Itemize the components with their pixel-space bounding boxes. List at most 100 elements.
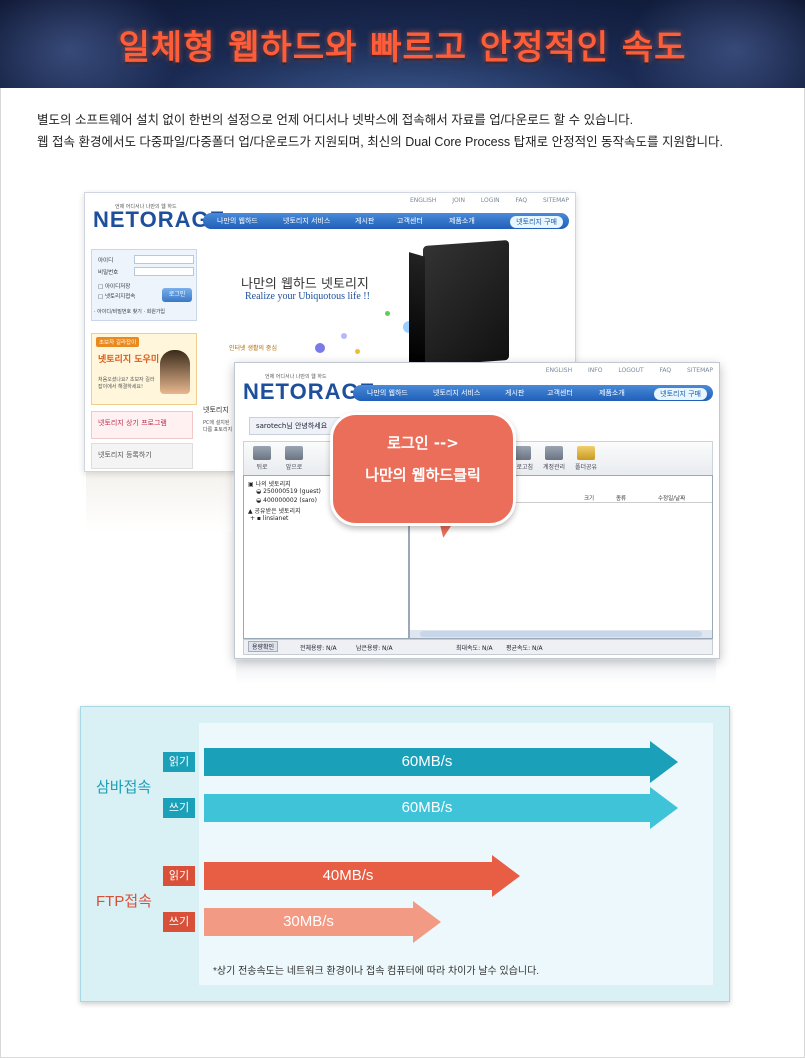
register-banner-text: 넷토리지 등록하기 bbox=[98, 451, 152, 459]
forward-icon bbox=[285, 446, 303, 460]
speed-bar-label: 40MB/s bbox=[322, 867, 374, 884]
chart-footnote: *상기 전송속도는 네트워크 환경이나 접속 컴퓨터에 따라 차이가 날수 있습… bbox=[213, 966, 540, 977]
top-nav: ENGLISH INFO LOGOUT FAQ SITEMAP bbox=[545, 367, 713, 374]
speed-bar-label: 60MB/s bbox=[401, 753, 453, 770]
decor-dot bbox=[385, 311, 390, 316]
refresh-label: 새로고침 bbox=[510, 464, 534, 471]
menu-netorage-service[interactable]: 넷토리지 서비스 bbox=[283, 217, 331, 225]
menu-board[interactable]: 게시판 bbox=[355, 217, 375, 225]
register-banner[interactable]: 넷토리지 등록하기 bbox=[91, 443, 193, 469]
file-list-header: 크기 종류 수정일/날짜 bbox=[410, 494, 712, 503]
tree-label: 250000519 (guest) bbox=[263, 488, 321, 495]
back-icon bbox=[253, 446, 271, 460]
capacity-button[interactable]: 용량확인 bbox=[248, 641, 279, 652]
hero-title: 나만의 웹하드 넷토리지 bbox=[241, 277, 369, 292]
tree-label: 공유받은 넷토리지 bbox=[254, 508, 301, 515]
bar-tag: 쓰기 bbox=[163, 798, 195, 818]
logo-tagline: 언제 어디서나 나만의 웹 하드 bbox=[265, 374, 327, 380]
person-image bbox=[160, 350, 190, 394]
share-button[interactable]: 폴더공유 bbox=[574, 446, 598, 471]
speed-bar-label: 60MB/s bbox=[401, 799, 453, 816]
forward-label: 앞으로 bbox=[285, 464, 303, 471]
description: 별도의 소프트웨어 설치 없이 한번의 설정으로 언제 어디서나 넷박스에 접속… bbox=[37, 109, 723, 153]
speed-bar-shape bbox=[204, 787, 678, 829]
menu-products[interactable]: 제품소개 bbox=[449, 217, 475, 225]
col-type[interactable]: 종류 bbox=[616, 496, 627, 502]
password-label: 비밀번호 bbox=[98, 270, 119, 276]
scroll-thumb[interactable] bbox=[420, 631, 702, 637]
tree-my-netorage[interactable]: ▣ 나의 넷토리지 bbox=[248, 481, 291, 488]
status-max-speed: 최대속도: N/A bbox=[456, 645, 493, 652]
menu-my-webhard[interactable]: 나만의 웹하드 bbox=[367, 389, 408, 397]
status-total: 전체용량: N/A bbox=[300, 645, 337, 652]
menu-board[interactable]: 게시판 bbox=[505, 389, 525, 397]
forward-button[interactable]: 앞으로 bbox=[282, 446, 306, 471]
status-remain: 남은용량: N/A bbox=[356, 645, 393, 652]
tree-item[interactable]: ◒ 400000002 (saro) bbox=[256, 497, 317, 504]
top-nav: ENGLISH JOIN LOGIN FAQ SITEMAP bbox=[409, 197, 569, 204]
col-size[interactable]: 크기 bbox=[584, 496, 595, 502]
callout-line-1: 로그인 --> bbox=[387, 434, 459, 452]
description-line-1: 별도의 소프트웨어 설치 없이 한번의 설정으로 언제 어디서나 넷박스에 접속… bbox=[37, 113, 634, 127]
password-input[interactable] bbox=[134, 267, 194, 276]
tree-shared[interactable]: ▲ 공유받은 넷토리지 bbox=[248, 508, 301, 515]
section-title: 넷토리지 bbox=[203, 406, 229, 414]
status-avg-speed: 평균속도: N/A bbox=[506, 645, 543, 652]
speed-bar-arrow bbox=[204, 855, 520, 897]
main-menu: 나만의 웹하드 넷토리지 서비스 게시판 고객센터 제품소개 넷토리지 구매 bbox=[353, 385, 713, 401]
account-label: 계정관리 bbox=[542, 464, 566, 471]
buy-button[interactable]: 넷토리지 구매 bbox=[654, 388, 707, 400]
beginner-guide-banner[interactable]: 초보자 길라잡이 넷토리지 도우미 처음오셨나요? 초보자 길라잡이에서 해결하… bbox=[91, 333, 197, 405]
header-banner: 일체형 웹하드와 빠르고 안정적인 속도 bbox=[0, 0, 805, 88]
menu-my-webhard[interactable]: 나만의 웹하드 bbox=[217, 217, 258, 225]
account-icon bbox=[545, 446, 563, 460]
share-label: 폴더공유 bbox=[574, 464, 598, 471]
decor-dot bbox=[355, 349, 360, 354]
account-button[interactable]: 계정관리 bbox=[542, 446, 566, 471]
page-title: 일체형 웹하드와 빠르고 안정적인 속도 bbox=[118, 28, 687, 68]
netorage-login-checkbox[interactable]: □ 넷토리지접속 bbox=[98, 294, 136, 300]
refresh-button[interactable]: 새로고침 bbox=[510, 446, 534, 471]
tree-item[interactable]: + ▪ linsianet bbox=[250, 515, 289, 522]
logo-tagline: 언제 어디서나 나만의 웹 하드 bbox=[115, 204, 177, 210]
program-banner[interactable]: 넷토리지 상기 프로그램 bbox=[91, 411, 193, 439]
horizontal-scrollbar[interactable] bbox=[410, 630, 712, 638]
menu-support[interactable]: 고객센터 bbox=[397, 217, 423, 225]
beginner-guide-tag: 초보자 길라잡이 bbox=[96, 337, 140, 347]
reflection bbox=[236, 660, 716, 684]
menu-netorage-service[interactable]: 넷토리지 서비스 bbox=[433, 389, 481, 397]
decor-dot bbox=[341, 333, 347, 339]
speed-bar-shape bbox=[204, 855, 520, 897]
login-button[interactable]: 로그인 bbox=[162, 288, 192, 302]
speed-bar: 60MB/s bbox=[204, 787, 678, 829]
speed-bar: 30MB/s bbox=[204, 901, 441, 943]
main-menu: 나만의 웹하드 넷토리지 서비스 게시판 고객센터 제품소개 넷토리지 구매 bbox=[203, 213, 569, 229]
menu-support[interactable]: 고객센터 bbox=[547, 389, 573, 397]
col-date[interactable]: 수정일/날짜 bbox=[658, 496, 686, 502]
group-label: 삼바접속 bbox=[96, 779, 152, 796]
save-id-label: 아이디저장 bbox=[104, 284, 131, 290]
bar-tag: 읽기 bbox=[163, 866, 195, 886]
login-box: 아이디 비밀번호 □ 아이디저장 □ 넷토리지접속 로그인 · 아이디/비밀번호… bbox=[91, 249, 197, 321]
save-id-checkbox[interactable]: □ 아이디저장 bbox=[98, 284, 131, 290]
find-account-links[interactable]: · 아이디/비밀번호 찾기 · 회원가입 bbox=[94, 309, 166, 315]
callout-line-2: 나만의 웹하드클릭 bbox=[365, 466, 481, 484]
webhard-screenshot: ENGLISH INFO LOGOUT FAQ SITEMAP 언제 어디서나 … bbox=[234, 362, 720, 659]
tree-label: 400000002 (saro) bbox=[263, 497, 317, 504]
speed-bar-label: 30MB/s bbox=[283, 913, 334, 930]
reflection bbox=[86, 472, 232, 532]
back-button[interactable]: 뒤로 bbox=[250, 446, 274, 471]
id-label: 아이디 bbox=[98, 258, 114, 264]
netorage-device-image bbox=[423, 239, 509, 367]
speed-bar-shape bbox=[204, 901, 441, 943]
callout-bubble bbox=[330, 412, 516, 526]
speed-bar: 60MB/s bbox=[204, 741, 678, 783]
back-label: 뒤로 bbox=[256, 464, 268, 471]
menu-products[interactable]: 제품소개 bbox=[599, 389, 625, 397]
id-input[interactable] bbox=[134, 255, 194, 264]
tree-item[interactable]: ◒ 250000519 (guest) bbox=[256, 488, 321, 495]
folder-share-icon bbox=[577, 446, 595, 460]
section-text: PC에 설치된 다름 표토리지 bbox=[203, 420, 233, 433]
buy-button[interactable]: 넷토리지 구매 bbox=[510, 216, 563, 228]
speed-bar-arrow bbox=[204, 741, 678, 783]
